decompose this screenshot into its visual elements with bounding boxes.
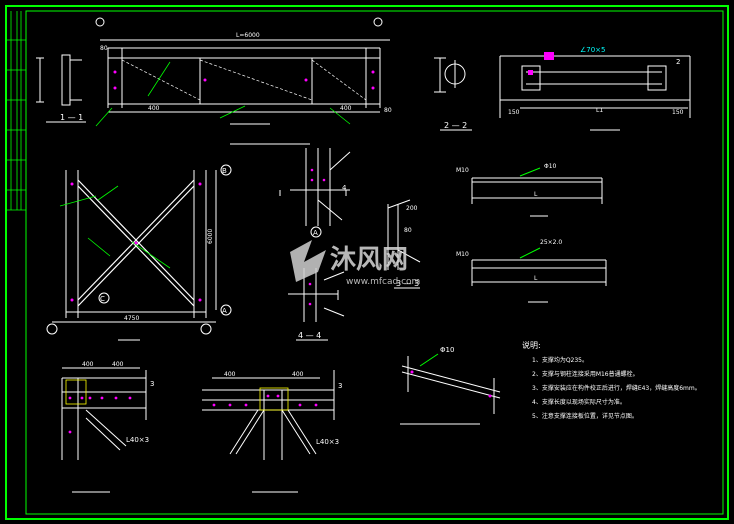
watermark-brand: 沐风网 — [330, 245, 408, 275]
rod-1-dim: L — [534, 191, 538, 198]
note-2: 2、支撑与钢柱连接采用M16普通螺栓。 — [532, 370, 639, 378]
axis-tag-b: B — [222, 167, 227, 175]
section-3-dim-1: 200 — [406, 205, 418, 212]
note-3: 3、支撑安装应在构件校正后进行，焊缝E43，焊缝高度6mm。 — [532, 384, 701, 392]
rod-2-spec-left: M10 — [456, 251, 469, 258]
section-1-1: 1 — 1 — [36, 54, 86, 123]
beam-dim-top: L=6000 — [236, 32, 260, 39]
small-detail-spec: Φ10 — [440, 346, 454, 354]
notes-title: 说明: — [522, 340, 541, 350]
detail-bottom-center: 400 400 L40×3 3 — [202, 370, 342, 493]
detail-left-dim-top: 400 — [82, 361, 94, 368]
rod-1-spec-mid: Φ10 — [544, 163, 557, 170]
beam-dim-right: 400 — [340, 105, 352, 112]
brace-elevation: B A C 4750 6000 — [46, 164, 232, 341]
detail-bottom-left: 400 400 L40×3 3 — [61, 361, 154, 493]
detail-center-angle: L40×3 — [316, 438, 339, 446]
axis-tag-c: C — [100, 295, 105, 303]
tie-rod-spec: ∠70×5 — [580, 46, 606, 54]
tie-rod-dim-a: 150 — [508, 109, 520, 116]
rod-1-spec-left: M10 — [456, 167, 469, 174]
tie-rod-detail: ∠70×5 2 150 150 L1 — [499, 46, 691, 131]
axis-tag-a: A — [222, 307, 227, 315]
section-1-1-label: 1 — 1 — [60, 113, 83, 122]
beam-dim-end: 80 — [384, 107, 392, 114]
rod-1: M10 Φ10 L — [456, 163, 603, 217]
tie-rod-dim-l1: L1 — [596, 107, 603, 114]
rod-2-dim: L — [534, 275, 538, 282]
detail-left-mark: 3 — [150, 380, 154, 388]
rod-2-spec-mid: 25×2.0 — [540, 239, 562, 246]
beam-dim-mid-left: 80 — [100, 45, 108, 52]
section-a-tag: A — [313, 229, 318, 237]
inner-frame — [25, 10, 724, 515]
detail-center-dim-top2: 400 — [292, 371, 304, 378]
section-3-dim-2: 80 — [404, 227, 412, 234]
section-3-3-label: 3 — 3 — [396, 279, 419, 288]
outer-frame — [5, 5, 729, 520]
brace-dim-bottom: 4750 — [124, 315, 139, 322]
note-4: 4、支撑长度以现场实际尺寸为准。 — [532, 398, 626, 406]
notes: 说明: 1、支撑均为Q235。 2、支撑与钢柱连接采用M16普通螺栓。 3、支撑… — [522, 340, 701, 420]
detail-left-dim-top2: 400 — [112, 361, 124, 368]
section-4-4: 4 4 — 4 — [288, 184, 347, 341]
column-detail: A — [279, 148, 351, 238]
small-brace-detail: Φ10 — [400, 346, 501, 425]
watermark-logo-icon — [290, 240, 326, 282]
detail-center-dim-top: 400 — [224, 371, 236, 378]
section-4-4-label: 4 — 4 — [298, 331, 321, 340]
note-5: 5、注意支撑连接板位置，详见节点图。 — [532, 412, 638, 420]
beam-dim-left: 400 — [148, 105, 160, 112]
tie-rod-dim-b: 150 — [672, 109, 684, 116]
title-strip — [6, 11, 26, 211]
main-beam: L=6000 400 400 80 80 — [95, 17, 392, 145]
section-4-mark: 4 — [342, 184, 347, 192]
tie-rod-mark: 2 — [676, 58, 680, 66]
section-2-2-label: 2 — 2 — [444, 121, 467, 130]
note-1: 1、支撑均为Q235。 — [532, 356, 588, 364]
watermark-url: www.mfcad.com — [346, 277, 420, 287]
detail-center-mark: 3 — [338, 382, 342, 390]
section-3-3: 200 80 3 — 3 — [387, 199, 421, 289]
rod-2: M10 25×2.0 L — [456, 239, 607, 303]
brace-dim-right: 6000 — [207, 229, 214, 244]
watermark: 沐风网 www.mfcad.com — [290, 240, 420, 287]
section-2-2: 2 — 2 — [434, 57, 472, 131]
detail-left-angle: L40×3 — [126, 436, 149, 444]
